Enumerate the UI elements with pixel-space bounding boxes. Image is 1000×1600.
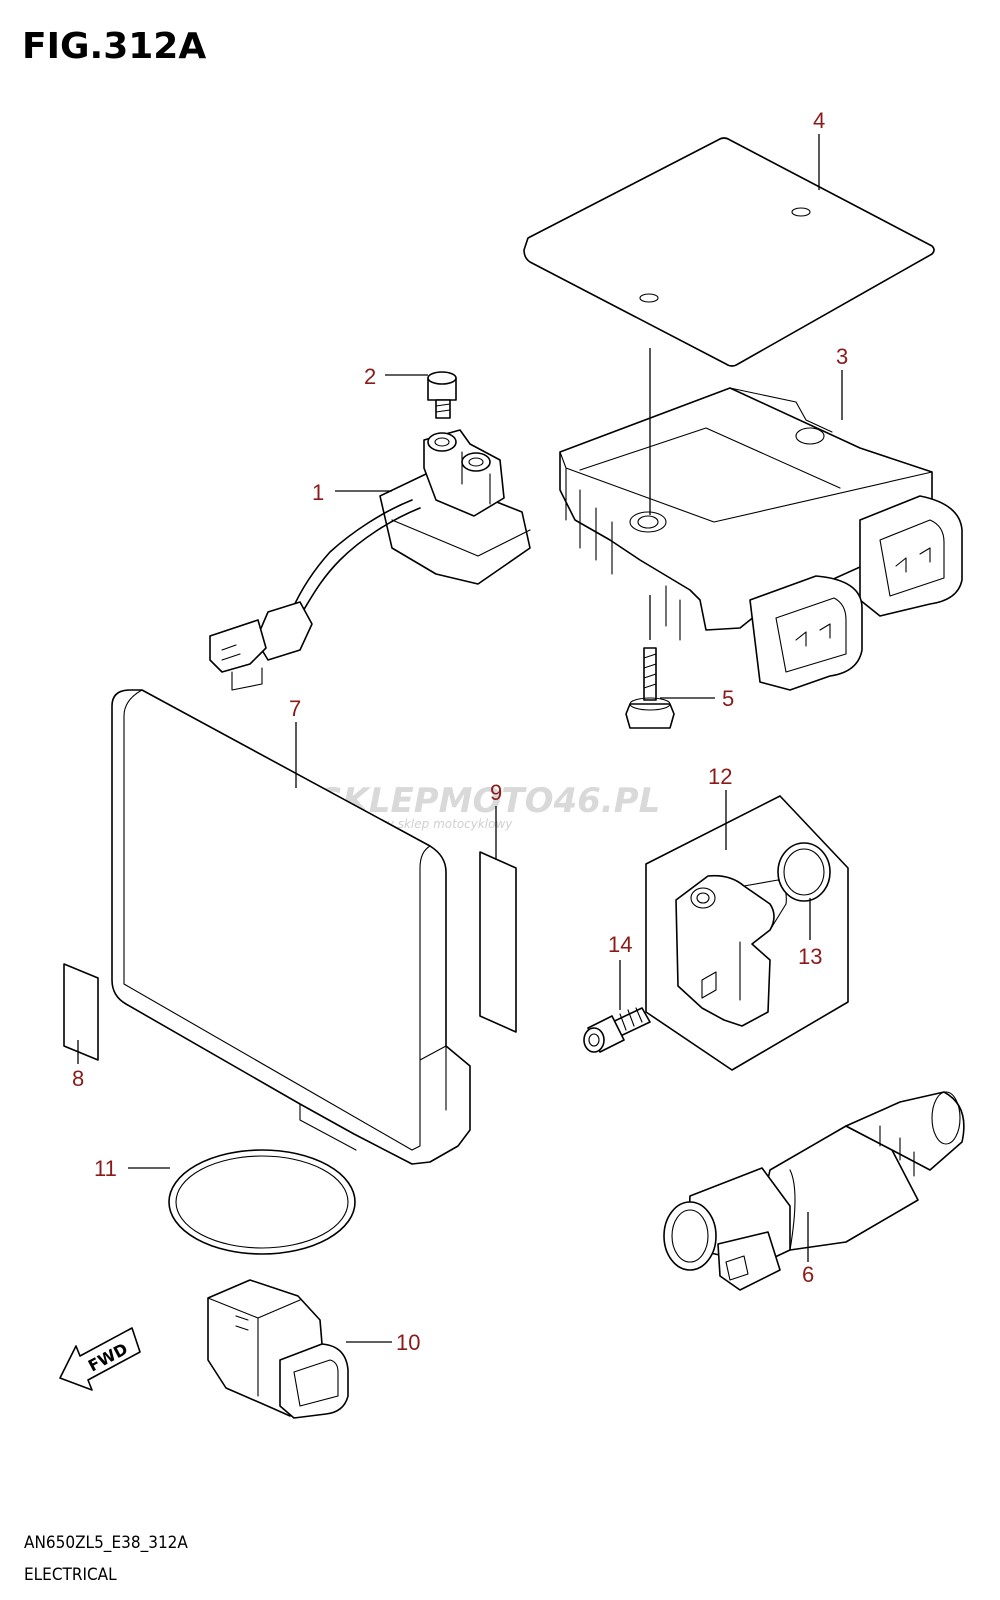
part-9-pad[interactable] xyxy=(479,851,517,1033)
part-1-relay[interactable] xyxy=(209,429,531,691)
part-14-screw[interactable] xyxy=(583,1007,651,1053)
callout-labels: 1 2 3 4 5 6 7 8 9 10 11 12 13 14 xyxy=(72,108,848,1355)
callout-9[interactable]: 9 xyxy=(490,780,502,805)
part-7-ecm[interactable] xyxy=(111,689,471,1165)
part-2-screw[interactable] xyxy=(427,371,457,419)
callout-4[interactable]: 4 xyxy=(813,108,825,133)
callout-10[interactable]: 10 xyxy=(396,1330,420,1355)
callout-8[interactable]: 8 xyxy=(72,1066,84,1091)
section-name: ELECTRICAL xyxy=(24,1565,117,1585)
part-5-bolt[interactable] xyxy=(625,647,675,729)
part-8-pad[interactable] xyxy=(63,963,99,1061)
callout-6[interactable]: 6 xyxy=(802,1262,814,1287)
part-11-o-ring[interactable] xyxy=(168,1149,356,1255)
callout-12[interactable]: 12 xyxy=(708,764,732,789)
callout-7[interactable]: 7 xyxy=(289,696,301,721)
part-10-connector[interactable] xyxy=(207,1279,349,1419)
watermark: SKLEPMOTO46.PL internetowy sklep motocyk… xyxy=(318,781,660,831)
part-6-sensor[interactable] xyxy=(663,1091,965,1291)
watermark-text: SKLEPMOTO46.PL xyxy=(318,781,660,821)
figure-title: FIG.312A xyxy=(22,26,206,67)
part-13-o-ring[interactable] xyxy=(777,842,831,902)
leader-lines xyxy=(77,134,843,1343)
callout-11[interactable]: 11 xyxy=(94,1156,117,1181)
callout-14[interactable]: 14 xyxy=(608,932,632,957)
part-12-sensor-group[interactable] xyxy=(645,795,849,1071)
fwd-arrow: FWD xyxy=(59,1327,141,1391)
callout-2[interactable]: 2 xyxy=(364,364,376,389)
part-4-cover-plate[interactable] xyxy=(523,137,935,367)
model-code: AN650ZL5_E38_312A xyxy=(24,1533,188,1553)
callout-1[interactable]: 1 xyxy=(312,480,324,505)
callout-5[interactable]: 5 xyxy=(722,686,734,711)
callout-13[interactable]: 13 xyxy=(798,944,822,969)
callout-3[interactable]: 3 xyxy=(836,344,848,369)
part-3-control-unit[interactable] xyxy=(559,387,963,691)
